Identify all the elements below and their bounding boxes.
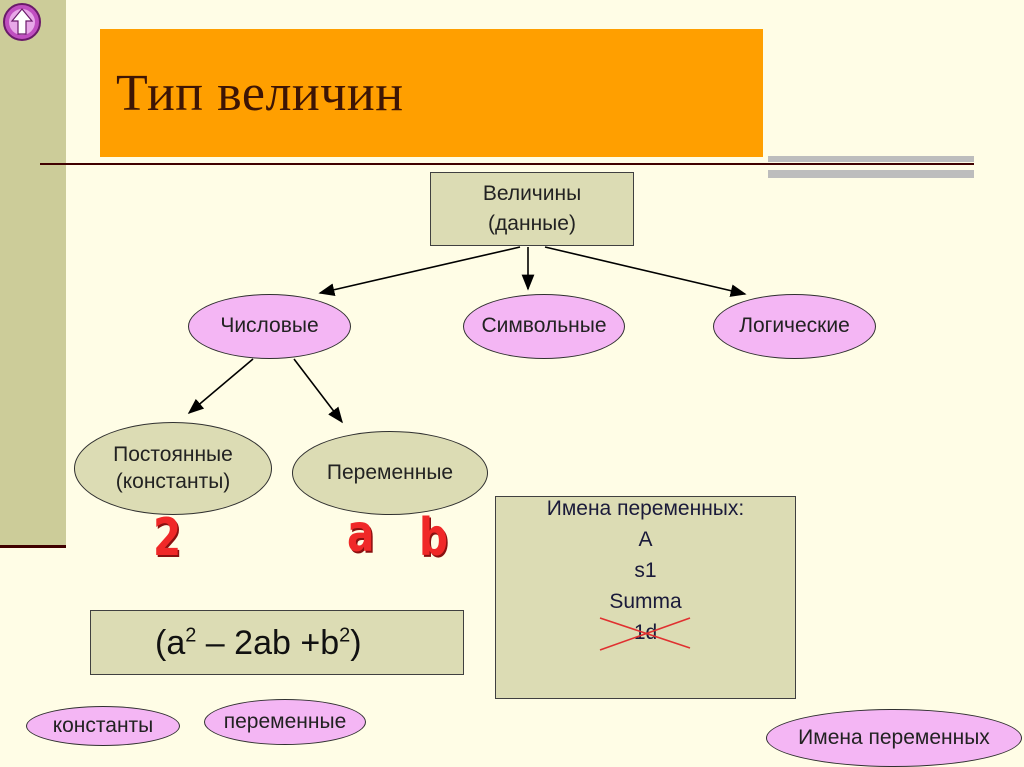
formula-middle: – 2ab +b xyxy=(196,624,340,662)
title-banner xyxy=(100,29,763,157)
arrow-to-constants xyxy=(187,358,254,415)
arrow-to-numeric xyxy=(318,246,521,297)
variable-example-a: a xyxy=(347,504,375,564)
constants-node-line2: (константы) xyxy=(115,469,231,493)
variable-names-label: Имена переменных xyxy=(798,725,990,749)
constants-node-line1: Постоянные xyxy=(113,443,233,467)
numeric-node-label: Числовые xyxy=(220,314,319,338)
variable-names-box: Имена переменных: A s1 Summa 1d xyxy=(495,496,796,699)
logical-node-label: Логические xyxy=(739,314,850,338)
formula-exponent-1: 2 xyxy=(185,624,197,647)
constants-label: константы xyxy=(52,713,154,737)
variable-name-item: s1 xyxy=(634,559,657,582)
constants-node: Постоянные (константы) xyxy=(74,422,272,515)
root-node-line1: Величины xyxy=(482,181,582,205)
page-title: Тип величин xyxy=(116,65,404,122)
formula-box xyxy=(90,610,464,675)
variables-label-oval: переменные xyxy=(204,699,366,745)
variable-name-item: A xyxy=(638,528,653,551)
up-arrow-button[interactable] xyxy=(2,2,42,42)
variable-name-item: Summa xyxy=(609,590,682,613)
root-node-line2: (данные) xyxy=(488,212,576,235)
root-node-box: Величины (данные) xyxy=(430,172,634,246)
formula-close: ) xyxy=(350,624,362,662)
decorative-bar xyxy=(768,170,974,178)
symbolic-node-label: Символьные xyxy=(481,314,607,338)
constants-label-oval: константы xyxy=(26,706,180,746)
sidebar-divider xyxy=(0,545,66,548)
symbolic-node: Символьные xyxy=(463,294,625,359)
formula-open: (a xyxy=(155,624,186,662)
constant-example: 2 xyxy=(153,508,182,568)
decorative-bar xyxy=(768,156,974,162)
numeric-node: Числовые xyxy=(188,294,351,359)
variable-example-b: b xyxy=(419,508,449,568)
variable-names-heading: Имена переменных: xyxy=(546,497,745,520)
title-underline xyxy=(40,163,974,165)
variables-node: Переменные xyxy=(292,431,488,515)
logical-node: Логические xyxy=(713,294,876,359)
up-arrow-icon xyxy=(3,3,41,41)
variables-label: переменные xyxy=(223,709,347,733)
variables-node-label: Переменные xyxy=(326,460,454,484)
variable-names-label-oval: Имена переменных xyxy=(766,709,1022,767)
arrow-to-variables xyxy=(293,358,343,424)
left-sidebar-strip xyxy=(0,0,66,545)
arrow-to-logical xyxy=(544,246,747,297)
formula-text: (a2 – 2ab +b2) xyxy=(155,624,362,663)
formula-exponent-2: 2 xyxy=(339,624,351,647)
